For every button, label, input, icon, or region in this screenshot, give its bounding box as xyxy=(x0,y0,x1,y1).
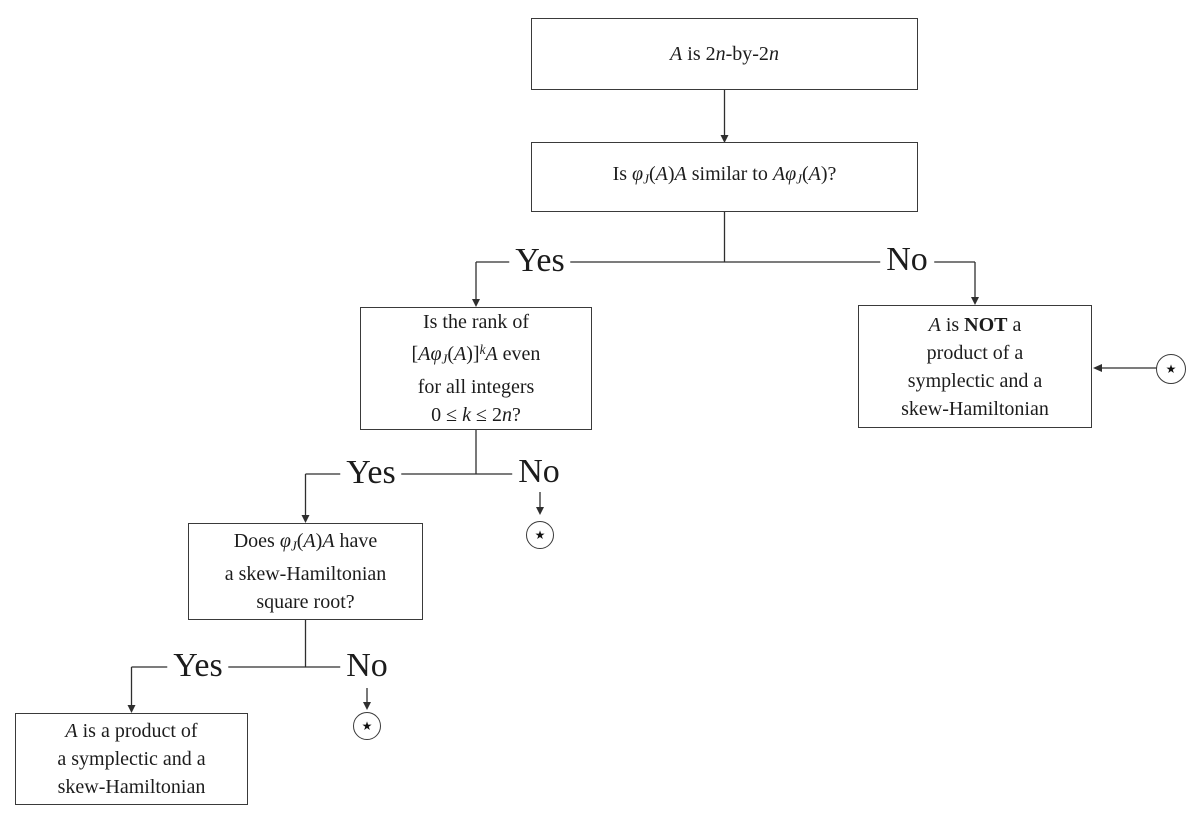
arrowhead-into-notbox-top xyxy=(971,297,979,305)
arrowhead-into-similar xyxy=(720,135,729,143)
box-text-line: A is a product of xyxy=(65,720,198,742)
star-icon: ★ xyxy=(534,528,546,542)
box-text-line: skew-Hamiltonian xyxy=(57,776,206,798)
edge-label-similar-yes: Yes xyxy=(509,244,571,278)
node-result-is-product: A is a product of a symplectic and a skew-… xyxy=(15,713,248,805)
node-question-rank: Is the rank of [AφJ(A)]kA even for all int… xyxy=(360,307,592,430)
edge-label-rank-no: No xyxy=(512,455,566,489)
node-question-square-root: Does φJ(A)A have a skew-Hamiltonian square… xyxy=(188,523,423,620)
star-icon: ★ xyxy=(361,719,373,733)
edge-label-similar-no: No xyxy=(880,243,934,277)
node-start: A is 2n-by-2n xyxy=(531,18,918,90)
box-text-line: a symplectic and a xyxy=(57,748,206,770)
box-text-line: product of a xyxy=(926,341,1024,364)
box-text-line: skew-Hamiltonian xyxy=(901,397,1049,420)
edge-label-sqrt-yes: Yes xyxy=(167,649,229,683)
edge-label-sqrt-no: No xyxy=(340,649,394,683)
star-icon: ★ xyxy=(1165,362,1177,376)
box-text-line: [AφJ(A)]kA even xyxy=(411,341,541,367)
arrowhead-into-rank xyxy=(472,299,480,307)
box-text-line: Does φJ(A)A have xyxy=(233,529,378,554)
box-text-line: symplectic and a xyxy=(907,369,1043,392)
star-terminator-right: ★ xyxy=(1156,354,1186,384)
star-terminator-sqrt-no: ★ xyxy=(353,712,381,740)
box-text-line: A is 2n-by-2n xyxy=(670,43,779,65)
node-question-similar: Is φJ(A)A similar to AφJ(A)? xyxy=(531,142,918,212)
node-result-not-product: A is NOT a product of a symplectic and a sk… xyxy=(858,305,1092,428)
box-text-line: for all integers xyxy=(417,376,535,399)
box-text-line: A is NOT a xyxy=(928,313,1022,336)
box-text-line: 0 ≤ k ≤ 2n? xyxy=(431,404,521,427)
arrowhead-into-notbox-right xyxy=(1093,364,1102,372)
arrowhead-into-sqrt xyxy=(301,515,310,523)
arrowhead-into-star-rank-no xyxy=(536,507,544,515)
arrowhead-into-star-sqrt-no xyxy=(363,702,371,710)
box-text-line: Is the rank of xyxy=(422,310,530,333)
star-terminator-rank-no: ★ xyxy=(526,521,554,549)
box-text-line: Is φJ(A)A similar to AφJ(A)? xyxy=(612,163,837,187)
edge-label-rank-yes: Yes xyxy=(340,456,402,490)
box-text-line: square root? xyxy=(256,591,355,614)
arrowhead-into-isproduct xyxy=(127,705,136,713)
box-text-line: a skew-Hamiltonian xyxy=(224,563,387,586)
